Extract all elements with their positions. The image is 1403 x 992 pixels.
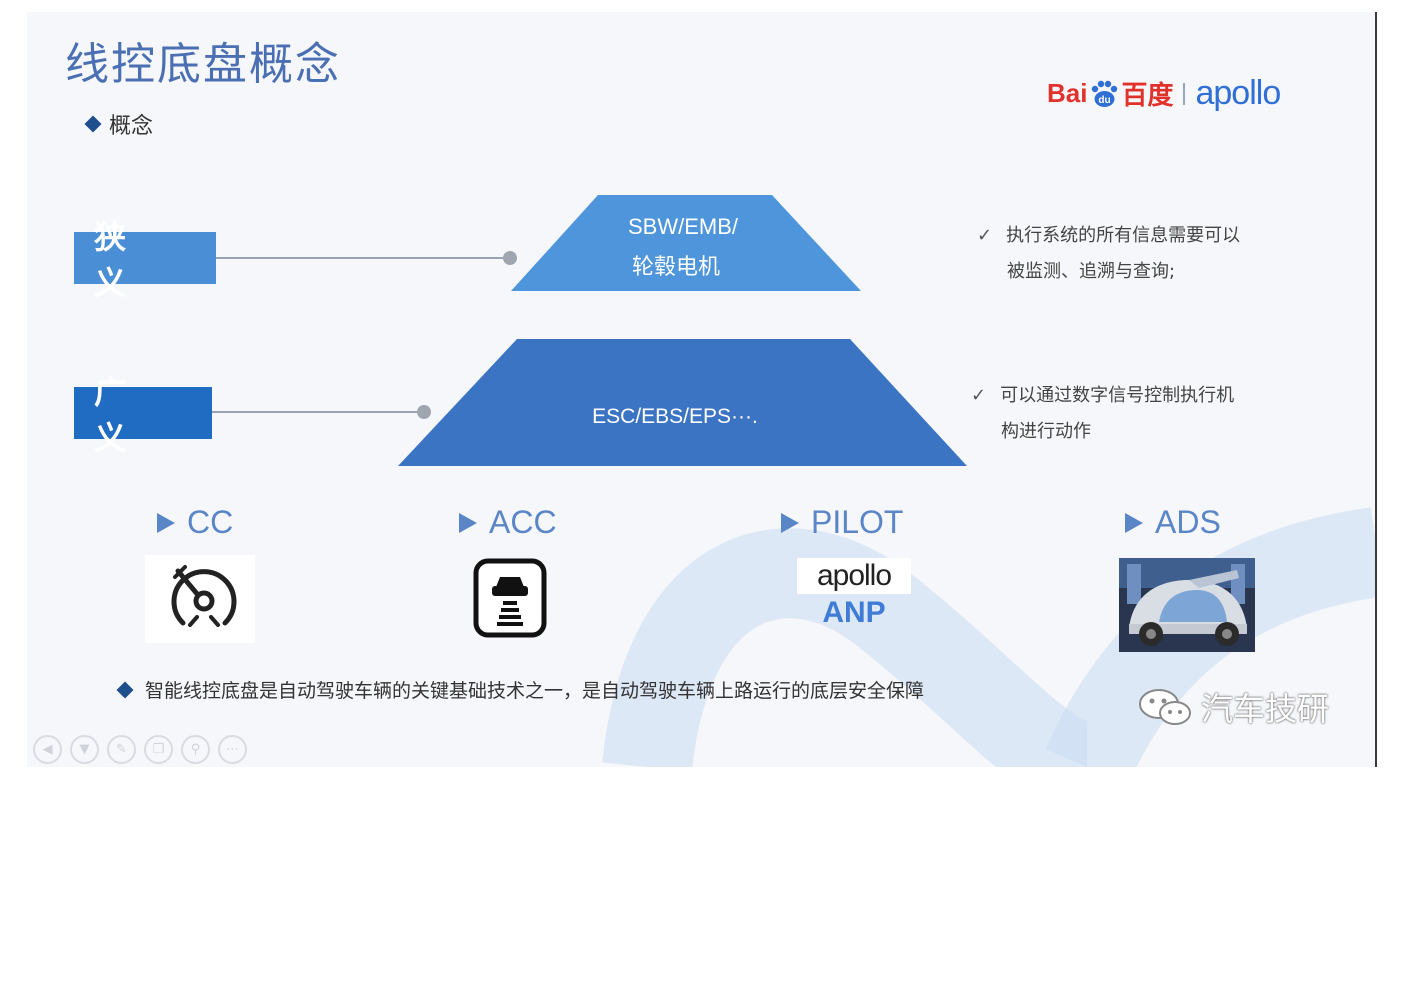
autonomous-car-image	[1119, 558, 1255, 652]
anp-apollo-text: apollo	[797, 558, 911, 594]
baidu-text: Bai	[1047, 78, 1088, 108]
baidu-du-text: du	[1099, 95, 1111, 106]
prev-icon[interactable]: ◀	[33, 735, 62, 764]
narrow-note-line1: 执行系统的所有信息需要可以	[1006, 225, 1241, 246]
cruise-control-icon-box	[145, 555, 255, 643]
footer-text: 智能线控底盘是自动驾驶车辆的关键基础技术之一，是自动驾驶车辆上路运行的底层安全保…	[145, 680, 925, 702]
zoom-icon[interactable]: ⚲	[181, 735, 210, 764]
narrow-note-line2: 被监测、追溯与查询;	[1007, 261, 1176, 282]
acc-icon-box	[470, 557, 550, 641]
arrow-right-icon	[157, 512, 175, 533]
slide: 线控底盘概念 概念 Bai du 百度 apollo 狭 义 广 义 SBW/E	[27, 12, 1377, 767]
speedometer-icon	[171, 565, 237, 627]
anp-label: ANP	[822, 596, 886, 629]
broad-connector-dot	[417, 405, 431, 419]
level-cc: CC	[157, 504, 233, 541]
apollo-logo-text: apollo	[1195, 74, 1281, 112]
broad-note-line1: 可以通过数字信号控制执行机	[1000, 385, 1235, 406]
level-acc: ACC	[459, 504, 557, 541]
arrow-right-icon	[1125, 512, 1143, 533]
slideshow-nav: ◀ ▼ ✎ ❐ ⚲ ⋯	[33, 735, 247, 764]
baidu-logo: Bai du 百度	[1047, 75, 1173, 112]
more-icon[interactable]: ⋯	[218, 735, 247, 764]
narrow-connector-dot	[503, 251, 517, 265]
diamond-bullet-icon	[116, 681, 134, 698]
broad-note: ✓ 可以通过数字信号控制执行机 构进行动作	[971, 378, 1291, 450]
copy-icon[interactable]: ❐	[144, 735, 173, 764]
arrow-right-icon	[781, 512, 799, 533]
watermark-text: 汽车技研	[1201, 690, 1330, 728]
baidu-cn-text: 百度	[1121, 80, 1174, 110]
pyramid-top-line1: SBW/EMB/	[628, 214, 739, 239]
pyramid-top-layer	[511, 195, 861, 291]
page-title: 线控底盘概念	[65, 39, 341, 90]
concept-pyramid: SBW/EMB/ 轮毂电机 ESC/EBS/EPS···.	[212, 195, 967, 466]
level-ads-label: ADS	[1155, 504, 1221, 540]
check-icon: ✓	[977, 225, 993, 246]
baidu-paw-icon: du	[1092, 80, 1118, 107]
logo-divider	[1183, 82, 1186, 105]
level-cc-label: CC	[187, 504, 234, 540]
check-icon: ✓	[971, 385, 987, 406]
pyramid-bottom-layer	[398, 339, 967, 466]
level-pilot-label: PILOT	[811, 504, 904, 540]
level-pilot: PILOT	[781, 504, 903, 541]
pen-icon[interactable]: ✎	[107, 735, 136, 764]
pyramid-top-line2: 轮毂电机	[632, 255, 720, 280]
level-acc-label: ACC	[489, 504, 557, 540]
level-ads: ADS	[1125, 504, 1221, 541]
narrow-note: ✓ 执行系统的所有信息需要可以 被监测、追溯与查询;	[977, 218, 1297, 290]
arrow-right-icon	[459, 512, 477, 533]
baidu-apollo-logo: Bai du 百度 apollo	[1047, 74, 1281, 113]
pyramid-bottom-text: ESC/EBS/EPS···.	[592, 405, 758, 428]
footer-bullet: 智能线控底盘是自动驾驶车辆的关键基础技术之一，是自动驾驶车辆上路运行的底层安全保…	[116, 676, 925, 703]
broad-note-line2: 构进行动作	[1001, 421, 1091, 442]
concept-label: 概念	[109, 114, 154, 139]
wechat-icon	[1139, 689, 1191, 725]
watermark: 汽车技研	[1137, 684, 1329, 730]
apollo-anp-logo: apollo ANP	[797, 558, 911, 632]
adaptive-cruise-icon	[473, 558, 547, 638]
down-icon[interactable]: ▼	[70, 735, 99, 764]
broad-sense-tag: 广 义	[74, 373, 212, 457]
concept-bullet: 概念	[84, 108, 154, 140]
